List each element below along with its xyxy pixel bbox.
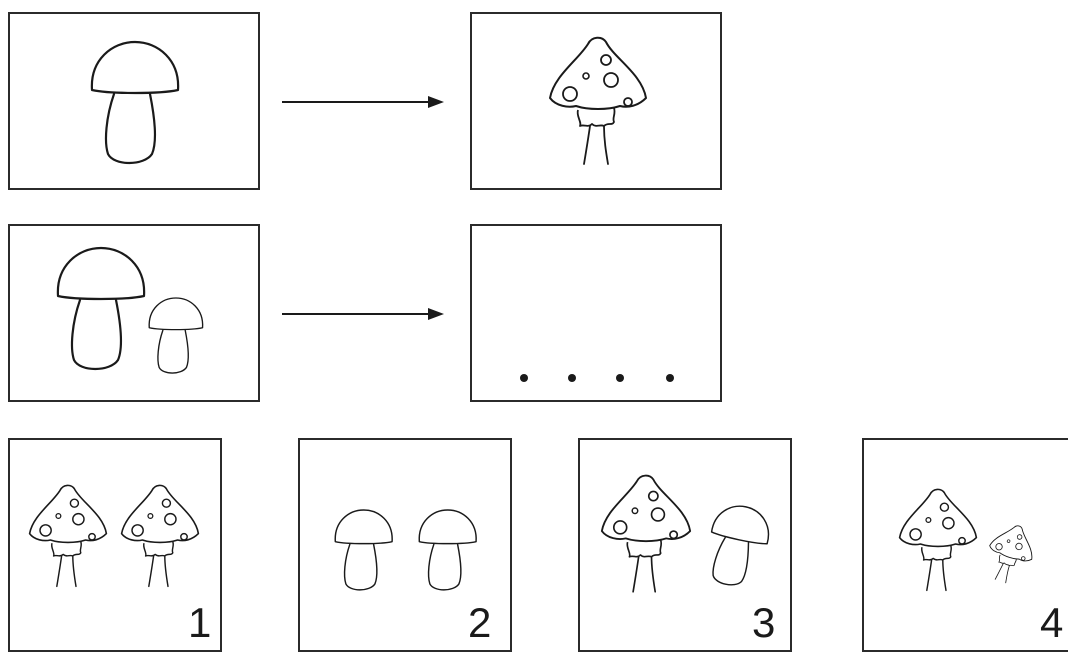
option-number: 4 xyxy=(1040,602,1063,644)
placeholder-dot xyxy=(666,374,674,382)
fly-agaric-mushroom-icon xyxy=(472,14,724,192)
arrow-right-icon xyxy=(280,92,450,112)
answer-placeholder-panel[interactable] xyxy=(470,224,722,402)
porcini-mushroom-icon xyxy=(10,14,262,192)
option-2-panel[interactable]: 2 xyxy=(298,438,512,652)
option-3-panel[interactable]: 3 xyxy=(578,438,792,652)
example-result-panel xyxy=(470,12,722,190)
example-source-panel xyxy=(8,12,260,190)
fly-agaric-large-and-small-icon xyxy=(864,440,1068,654)
option-1-panel[interactable]: 1 xyxy=(8,438,222,652)
option-number: 2 xyxy=(468,602,491,644)
arrow-right-icon xyxy=(280,304,450,324)
option-number: 1 xyxy=(188,602,211,644)
placeholder-dot xyxy=(568,374,576,382)
placeholder-dot xyxy=(520,374,528,382)
placeholder-dot xyxy=(616,374,624,382)
four-dots-placeholder xyxy=(472,226,724,404)
option-number: 3 xyxy=(752,602,775,644)
question-source-panel xyxy=(8,224,260,402)
option-4-panel[interactable]: 4 xyxy=(862,438,1068,652)
porcini-mushroom-pair-icon xyxy=(10,226,262,404)
